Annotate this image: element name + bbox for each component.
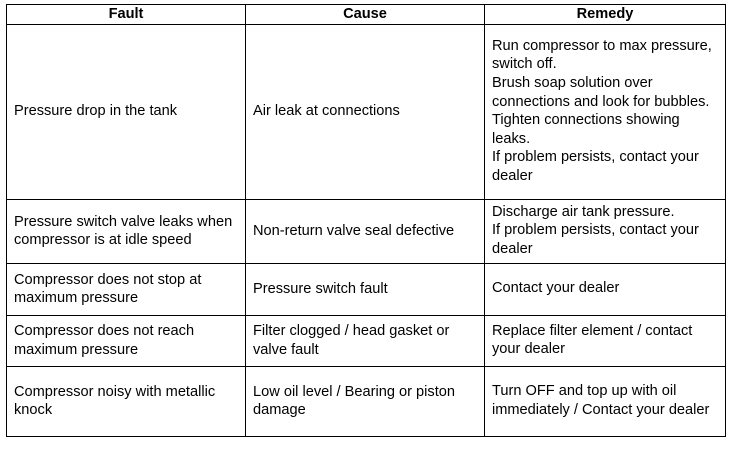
cause-cell: Filter clogged / head gasket or valve fa… bbox=[245, 314, 485, 367]
remedy-cell: Run compressor to max pressure, switch o… bbox=[484, 23, 726, 200]
cause-cell: Pressure switch fault bbox=[245, 262, 485, 316]
table-row: Pressure drop in the tank Air leak at co… bbox=[6, 23, 726, 200]
fault-cell: Pressure drop in the tank bbox=[6, 23, 246, 200]
cause-cell: Low oil level / Bearing or piston damage bbox=[245, 365, 485, 437]
remedy-cell: Contact your dealer bbox=[484, 262, 726, 316]
remedy-line: If problem persists, contact your dealer bbox=[492, 149, 699, 184]
fault-cell: Pressure switch valve leaks when compres… bbox=[6, 198, 246, 264]
table-row: Pressure switch valve leaks when compres… bbox=[6, 198, 726, 264]
remedy-line: Tighten connections showing leaks. bbox=[492, 112, 680, 147]
remedy-line: Run compressor to max pressure, switch o… bbox=[492, 37, 712, 73]
fault-cell: Compressor noisy with metallic knock bbox=[6, 365, 246, 437]
header-remedy: Remedy bbox=[484, 4, 726, 25]
remedy-line: Discharge air tank pressure. bbox=[492, 203, 675, 220]
remedy-line: Replace filter element / contact your de… bbox=[492, 322, 693, 358]
table-row: Compressor does not reach maximum pressu… bbox=[6, 314, 726, 367]
header-fault: Fault bbox=[6, 4, 246, 25]
table-row: Compressor noisy with metallic knock Low… bbox=[6, 365, 726, 437]
cause-cell: Non-return valve seal defective bbox=[245, 198, 485, 264]
table-row: Compressor does not stop at maximum pres… bbox=[6, 262, 726, 316]
header-row: Fault Cause Remedy bbox=[6, 4, 726, 25]
remedy-line: Contact your dealer bbox=[492, 280, 620, 297]
cause-cell: Air leak at connections bbox=[245, 23, 485, 200]
remedy-cell: Replace filter element / contact your de… bbox=[484, 314, 726, 367]
troubleshooting-table: Fault Cause Remedy Pressure drop in the … bbox=[6, 4, 726, 437]
remedy-cell: Turn OFF and top up with oil immediately… bbox=[484, 365, 726, 437]
table-header: Fault Cause Remedy bbox=[6, 4, 726, 25]
remedy-line: If problem persists, contact your dealer bbox=[492, 222, 699, 257]
header-cause: Cause bbox=[245, 4, 485, 25]
fault-cell: Compressor does not reach maximum pressu… bbox=[6, 314, 246, 367]
remedy-line: Brush soap solution over connections and… bbox=[492, 74, 710, 110]
fault-cell: Compressor does not stop at maximum pres… bbox=[6, 262, 246, 316]
table-body: Pressure drop in the tank Air leak at co… bbox=[6, 23, 726, 437]
remedy-line: Turn OFF and top up with oil immediately… bbox=[492, 383, 710, 418]
remedy-cell: Discharge air tank pressure. If problem … bbox=[484, 198, 726, 264]
